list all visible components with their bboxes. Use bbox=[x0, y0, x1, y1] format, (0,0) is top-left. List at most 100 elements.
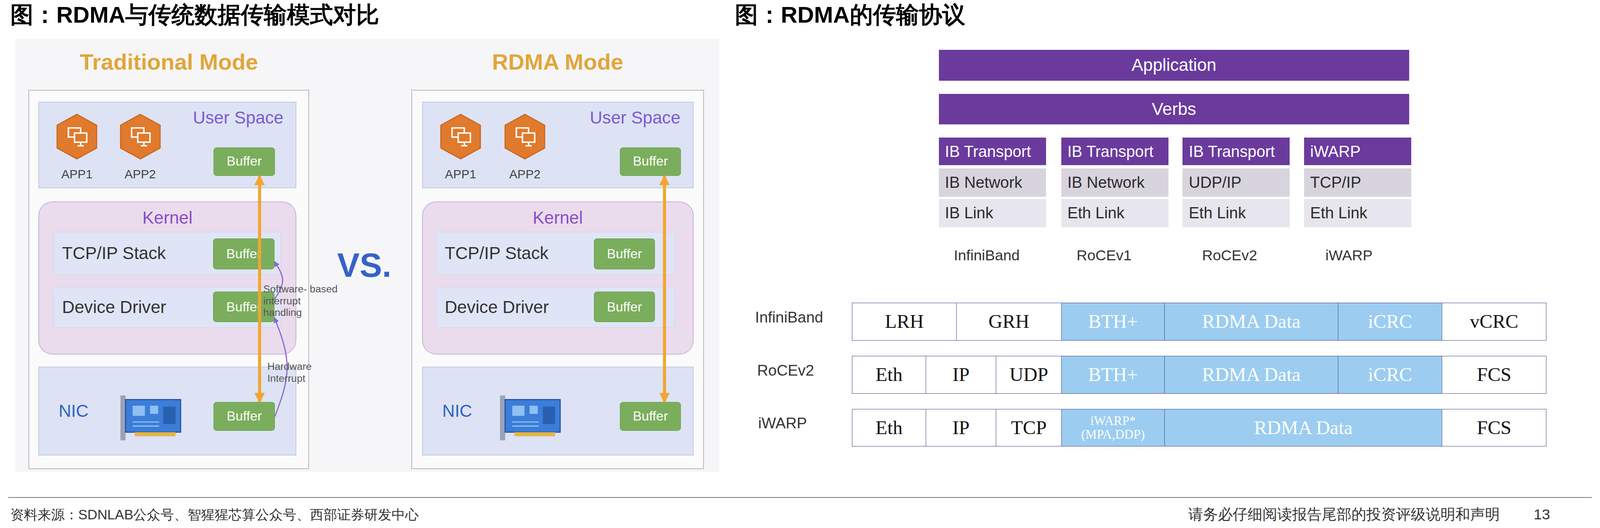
protocol-cell: UDP/IP bbox=[1182, 168, 1290, 198]
node-label: BTH+ bbox=[1088, 311, 1138, 333]
node-label: LRH bbox=[884, 311, 924, 333]
app-icon: APP2 bbox=[504, 113, 546, 160]
figure-title: 图：RDMA与传统数据传输模式对比 bbox=[10, 2, 380, 28]
disclaimer-note: 请务必仔细阅读报告尾部的投资评级说明和声明 bbox=[1188, 507, 1500, 524]
node-label: IP bbox=[952, 364, 970, 386]
node-label: RDMA Data bbox=[1201, 311, 1301, 333]
protocol-layer-bar: Application bbox=[938, 49, 1410, 81]
packet-field: BTH+ bbox=[1061, 356, 1165, 395]
protocol-cell: Eth Link bbox=[1304, 199, 1412, 228]
node-label: TCP/IP Stack bbox=[444, 243, 549, 263]
packet-field: RDMA Data bbox=[1164, 302, 1339, 341]
node-label: iCRC bbox=[1367, 364, 1413, 386]
row-name: InfiniBand bbox=[755, 309, 824, 327]
nic-box: NIC Buffer bbox=[38, 366, 297, 456]
packet-field: vCRC bbox=[1441, 302, 1547, 341]
node-label: iWARP* (MPA,DDP) bbox=[1072, 414, 1155, 442]
node-label: TCP/IP bbox=[1310, 173, 1362, 192]
buffer-box: Buffer bbox=[593, 238, 656, 270]
node-label: IP bbox=[952, 417, 970, 439]
buffer-box: Buffer bbox=[619, 402, 682, 431]
source-caption: 资料来源：SDNLAB公众号、智猩猩芯算公众号、西部证券研发中心 bbox=[10, 507, 420, 524]
kernel-box: KernelTCP/IP StackBufferDevice DriverBuf… bbox=[422, 201, 694, 355]
node-label: Buffer bbox=[632, 409, 668, 424]
buffer-box: Buffer bbox=[213, 238, 275, 270]
node-label: FCS bbox=[1476, 417, 1512, 439]
hexagon-outline bbox=[119, 113, 161, 160]
protocol-cell: Eth Link bbox=[1061, 199, 1169, 228]
node-label: NIC bbox=[58, 401, 89, 421]
node-label: Eth Link bbox=[1188, 204, 1246, 222]
hexagon-shape bbox=[441, 114, 481, 159]
packet-field: IP bbox=[925, 409, 997, 448]
node-label: Device Driver bbox=[62, 297, 167, 317]
packet-field: TCP bbox=[995, 409, 1062, 448]
figure-title: 图：RDMA的传输协议 bbox=[734, 2, 966, 28]
node-label: Buffer bbox=[226, 246, 262, 262]
node-label: APP2 bbox=[124, 167, 156, 182]
footer-rule bbox=[8, 497, 1592, 498]
node-label: Buffer bbox=[607, 300, 643, 315]
node-label: APP2 bbox=[509, 167, 541, 182]
node-label: IB Network bbox=[945, 173, 1023, 192]
protocol-cell: TCP/IP bbox=[1304, 168, 1412, 198]
node-label: IB Transport bbox=[1067, 143, 1154, 161]
packet-field: GRH bbox=[956, 302, 1062, 341]
node-label: Eth Link bbox=[1310, 204, 1368, 222]
node-label: Kernel bbox=[422, 208, 693, 228]
hexagon-outline bbox=[504, 113, 546, 160]
packet-field: LRH bbox=[851, 302, 957, 341]
row-name: RoCEv2 bbox=[757, 361, 815, 379]
node-label: User Space bbox=[192, 108, 284, 128]
node-label: TCP bbox=[1011, 417, 1047, 439]
node-label: IB Network bbox=[1067, 173, 1145, 192]
protocol-cell: IB Network bbox=[1061, 168, 1169, 198]
node-label: RDMA Mode bbox=[412, 49, 704, 75]
row-name: iWARP bbox=[757, 415, 807, 432]
kernel-box: KernelTCP/IP StackBufferDevice Driver Buf… bbox=[38, 201, 297, 355]
hexagon-shape bbox=[57, 114, 97, 159]
user-space-box: User SpaceAPP1APP2Buffer bbox=[38, 101, 297, 189]
buffer-box: Buffer bbox=[213, 402, 275, 431]
node-label: Eth bbox=[875, 417, 903, 439]
buffer-box: Buffer bbox=[593, 291, 656, 323]
buffer-box: Buffer bbox=[619, 147, 682, 176]
packet-field: FCS bbox=[1441, 409, 1547, 448]
node-label: Traditional Mode bbox=[29, 49, 309, 75]
protocol-cell: IB Network bbox=[938, 168, 1047, 198]
packet-field: iWARP* (MPA,DDP) bbox=[1061, 409, 1165, 448]
packet-field: FCS bbox=[1441, 356, 1547, 395]
node-label: FCS bbox=[1476, 364, 1512, 386]
node-label: Buffer bbox=[226, 409, 262, 424]
buffer-box: Buffer bbox=[213, 147, 275, 176]
packet-field: RDMA Data bbox=[1164, 356, 1339, 395]
protocol-cell: iWARP bbox=[1304, 137, 1412, 166]
packet-field: iCRC bbox=[1337, 356, 1443, 395]
node-label: IB Transport bbox=[1188, 143, 1275, 161]
protocol-cell: IB Link bbox=[938, 199, 1047, 228]
node-label: Kernel bbox=[39, 208, 296, 228]
protocol-layer-bar: Verbs bbox=[938, 93, 1410, 125]
node-label: RDMA Data bbox=[1254, 417, 1353, 439]
packet-field: iCRC bbox=[1337, 302, 1443, 341]
column-name: RoCEv2 bbox=[1202, 248, 1258, 265]
node-label: UDP/IP bbox=[1188, 173, 1242, 192]
app-icon: APP2 bbox=[119, 113, 161, 160]
node-label: Verbs bbox=[1151, 99, 1197, 119]
node-label: IB Link bbox=[945, 204, 994, 222]
edge-label: Software- based interrupt handling bbox=[263, 283, 341, 319]
page-number: 13 bbox=[1533, 507, 1551, 524]
node-label: iWARP bbox=[1310, 143, 1361, 161]
app-icon: APP1 bbox=[440, 113, 481, 160]
node-label: Buffer bbox=[226, 154, 262, 169]
mode-panel: RDMA ModeUser SpaceAPP1APP2BufferKernelT… bbox=[411, 89, 705, 470]
stack-layer-box: TCP/IP StackBuffer bbox=[53, 232, 282, 275]
mode-panel: Traditional ModeUser SpaceAPP1APP2Buffer… bbox=[28, 89, 310, 470]
node-label: Buffer bbox=[226, 300, 262, 315]
packet-field: BTH+ bbox=[1061, 302, 1165, 341]
app-icon: APP1 bbox=[56, 113, 98, 160]
node-label: vCRC bbox=[1469, 311, 1519, 333]
protocol-cell: Eth Link bbox=[1182, 199, 1290, 228]
stack-layer-box: TCP/IP Stack Buffer bbox=[436, 232, 675, 275]
hexagon-outline bbox=[56, 113, 98, 160]
